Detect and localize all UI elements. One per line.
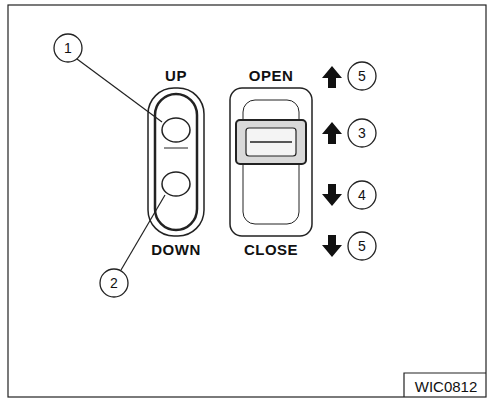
switch-bezel xyxy=(148,88,204,236)
down-arrow xyxy=(322,184,342,206)
knob-ridge xyxy=(250,141,292,143)
callout-number: 4 xyxy=(358,188,366,202)
callout-circle xyxy=(54,34,82,62)
figure-code: WIC0812 xyxy=(415,379,478,394)
figure-frame xyxy=(8,5,486,397)
callout-number: 5 xyxy=(358,69,366,83)
leader-line xyxy=(77,59,162,122)
up-arrow xyxy=(322,66,342,88)
switch-label: DOWN xyxy=(151,242,201,257)
down-button xyxy=(162,172,190,196)
code-frame xyxy=(404,373,486,397)
callout-circle xyxy=(348,232,376,260)
callout-circle xyxy=(348,181,376,209)
callout-number: 2 xyxy=(110,276,118,290)
up-arrow xyxy=(322,122,342,144)
slide-knob xyxy=(236,120,306,164)
rocker-seam xyxy=(164,148,188,149)
switch-label: OPEN xyxy=(249,68,294,83)
callout-circle xyxy=(100,269,128,297)
callout-circle xyxy=(348,62,376,90)
down-arrow xyxy=(322,235,342,257)
switch-bezel xyxy=(230,88,312,236)
switch-label: UP xyxy=(165,68,187,83)
knob-face xyxy=(246,128,296,156)
callout-number: 5 xyxy=(358,239,366,253)
callout-number: 3 xyxy=(358,126,366,140)
callout-circle xyxy=(348,119,376,147)
switch-label: CLOSE xyxy=(244,242,298,257)
rocker-switch xyxy=(155,94,197,230)
callout-number: 1 xyxy=(64,41,72,55)
leader-line xyxy=(121,195,165,270)
up-button xyxy=(162,118,190,142)
